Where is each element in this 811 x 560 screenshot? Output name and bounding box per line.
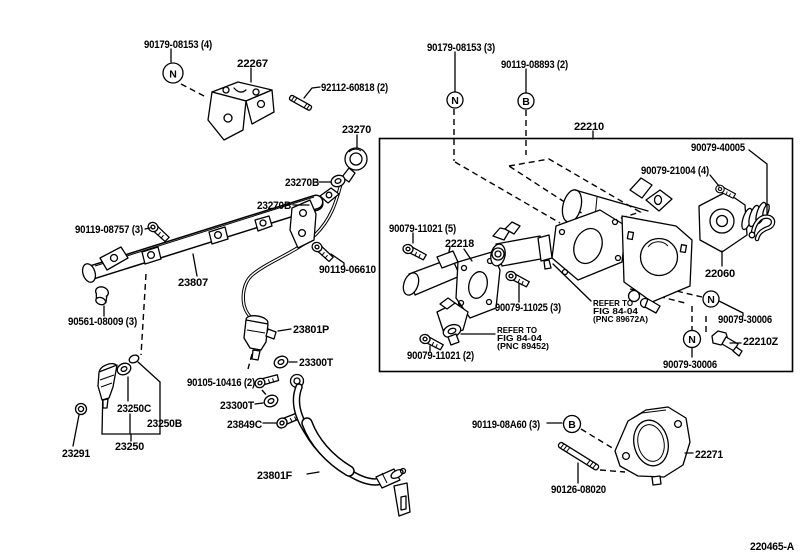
label-90126-08020: 90126-08020: [551, 484, 606, 496]
refer-note-2-line2: FIG 84-04: [497, 333, 542, 343]
pressure-regulator-23270-part: [241, 147, 368, 321]
label-23807: 23807: [178, 277, 208, 289]
sensor-22210z-part: [711, 330, 743, 357]
label-90079-11025: 90079-11025 (3): [495, 302, 561, 314]
label-23801f: 23801F: [257, 470, 292, 482]
part-labels: 90179-08153 (4) 22267 92112-60818 (2) 23…: [62, 39, 794, 553]
fuel-hose-23801f-part: [289, 373, 411, 517]
label-90179-08153-4: 90179-08153 (4): [144, 39, 212, 51]
bolt-90119-08757-part: [144, 220, 173, 243]
gasket-23300t-1-part: [271, 353, 291, 371]
callout-circle-b1: [517, 92, 535, 110]
label-90119-06610: 90119-06610: [319, 264, 376, 276]
banjo-bolt-90105-10416-part: [252, 368, 281, 394]
callout-letter-n1: N: [169, 69, 177, 81]
grommet-23250c-part: [114, 360, 134, 378]
bolt-90079-11025-part: [504, 270, 532, 288]
refer-note-2-line1: REFER TO: [497, 325, 537, 335]
oring-23291-part: [74, 402, 88, 416]
label-23849c: 23849C: [227, 419, 262, 431]
label-23250: 23250: [115, 441, 144, 453]
fuel-rail-23807-part: [81, 194, 324, 283]
label-22210z: 22210Z: [743, 336, 778, 348]
label-22060: 22060: [705, 268, 735, 280]
callout-circles: N N B N N B: [162, 62, 720, 434]
refer-note-1-line2: FIG 84-04: [593, 306, 638, 316]
label-90079-40005: 90079-40005: [691, 142, 745, 154]
figure-code: 220465-A: [750, 541, 794, 553]
refer-note-1-line1: REFER TO: [593, 298, 633, 308]
stud-90126-08020-part: [557, 441, 600, 471]
label-23801p: 23801P: [293, 324, 329, 336]
clip-90079-40005-part: [748, 214, 776, 242]
gasket-23300t-2-part: [261, 392, 281, 410]
injector-pipe-23801p-part: [243, 315, 277, 361]
bracket-22267-part: [207, 81, 275, 141]
callout-letter-n2: N: [451, 95, 459, 107]
label-22271: 22271: [695, 449, 723, 461]
refer-note-pnc89672a: REFER TO FIG 84-04 (PNC 89672A): [593, 298, 648, 324]
injector-23250-part: [97, 354, 161, 442]
bolt-90079-11021-2-part: [418, 333, 446, 351]
callout-circle-n3: [702, 290, 720, 308]
callout-letter-n4: N: [688, 334, 696, 346]
label-90079-30006-a: 90079-30006: [718, 314, 772, 326]
vsv-valve-pnc89672a-part: [490, 221, 553, 270]
valve-22218-part: [402, 250, 501, 319]
label-90179-08153-3: 90179-08153 (3): [427, 42, 495, 54]
label-23291: 23291: [62, 448, 90, 460]
assembly-frame-22210: [378, 137, 794, 373]
stud-92112-60818-part: [288, 94, 313, 111]
label-90079-30006-b: 90079-30006: [663, 359, 717, 371]
label-22210: 22210: [574, 121, 604, 133]
label-90079-11021-5: 90079-11021 (5): [389, 223, 456, 235]
label-90079-11021-2: 90079-11021 (2): [407, 350, 474, 362]
sensor-pnc89452-part: [436, 297, 469, 346]
refer-note-1-line3: (PNC 89672A): [593, 314, 648, 324]
label-23300t-2: 23300T: [220, 400, 254, 412]
label-90119-08757: 90119-08757 (3): [75, 224, 143, 236]
clamp-part: [319, 187, 340, 204]
callout-circle-n4: [682, 329, 702, 349]
spacer-22271-part: [614, 406, 691, 486]
bolt-90119-06610-part: [308, 240, 337, 263]
callout-circle-b2: [562, 414, 582, 434]
label-23300t-1: 23300T: [299, 357, 333, 369]
grommet-90561-08009-part: [94, 286, 110, 306]
label-23270b-1: 23270B: [285, 177, 319, 189]
callout-letter-b1: B: [522, 96, 530, 108]
leader-lines: [72, 48, 768, 484]
label-90561-08009: 90561-08009 (3): [68, 316, 137, 328]
label-23250b: 23250B: [147, 418, 182, 430]
label-92112-60818: 92112-60818 (2): [321, 82, 388, 94]
label-22218: 22218: [445, 238, 474, 250]
refer-note-2-line3: (PNC 89452): [497, 341, 549, 351]
callout-letter-n3: N: [707, 294, 715, 306]
label-90079-21004: 90079-21004 (4): [641, 165, 709, 177]
bolt-90079-11021-5-part: [401, 243, 429, 261]
callout-letter-b2: B: [568, 419, 576, 431]
label-90119-08893: 90119-08893 (2): [501, 59, 568, 71]
label-22267: 22267: [237, 58, 268, 70]
label-23270b-2: 23270B: [257, 200, 291, 212]
throttle-body-assembly: [551, 177, 693, 314]
refer-note-pnc89452: REFER TO FIG 84-04 (PNC 89452): [497, 325, 549, 351]
label-23250c: 23250C: [117, 403, 151, 415]
label-23270: 23270: [342, 124, 371, 136]
callout-circle-n2: [446, 91, 464, 109]
label-90105-10416: 90105-10416 (2): [187, 377, 255, 389]
callout-circle-n1: [162, 62, 184, 84]
label-90119-08a60: 90119-08A60 (3): [472, 419, 540, 431]
